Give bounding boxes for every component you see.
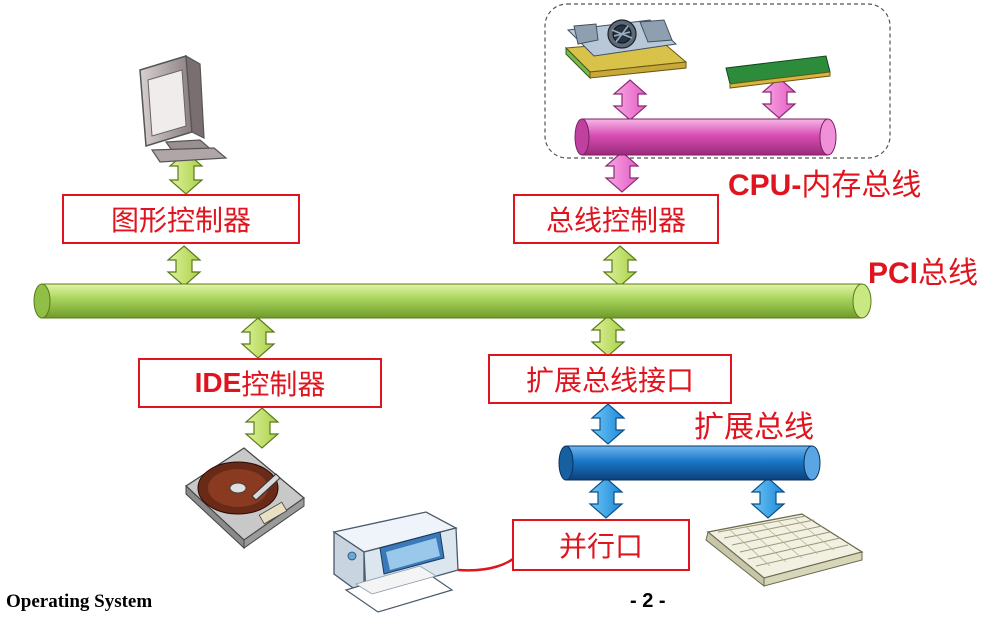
graphics-controller-label: 图形控制器 [110, 204, 251, 237]
pci-bus-label: PCI总线 [868, 248, 978, 292]
cpu-memory-bus-label-suffix: 内存总线 [801, 168, 922, 203]
arrow-memory-membus [761, 77, 797, 119]
parallel-port-label: 并行口 [558, 530, 643, 563]
ide-controller-label-suffix: 控制器 [241, 368, 326, 401]
pci-bus [33, 283, 872, 319]
ide-controller-label-prefix: IDE [194, 367, 242, 398]
arrow-expbus-keyboard [750, 477, 786, 519]
cpu-memory-group-outline [544, 3, 891, 159]
arrow-expbus-parallel [588, 477, 624, 519]
bus-controller-label: 总线控制器 [545, 204, 686, 237]
pci-bus-label-suffix: 总线 [918, 256, 979, 291]
arrow-graphics-pci [166, 245, 202, 287]
arrow-interface-expbus [590, 403, 626, 445]
cpu-icon [564, 19, 688, 80]
expansion-bus-label-text: 扩展总线 [694, 410, 814, 445]
pci-bus-label-prefix: PCI [868, 257, 919, 290]
footer-page-number: - 2 - [630, 590, 666, 612]
arrow-pci-ide [240, 317, 276, 359]
arrow-ide-harddisk [244, 407, 280, 449]
arrow-pci-expansion-interface [590, 315, 626, 357]
expansion-bus [558, 445, 821, 481]
arrow-membus-buscontroller [604, 151, 640, 193]
cpu-memory-bus-label: CPU-内存总线 [728, 160, 921, 204]
arrow-buscontroller-pci [602, 245, 638, 287]
arrow-cpu-membus [612, 79, 648, 121]
graphics-controller-box: 图形控制器 [62, 194, 300, 244]
parallel-port-box: 并行口 [512, 519, 690, 571]
cpu-memory-bus-label-prefix: CPU- [728, 169, 802, 202]
hard-disk-icon [185, 447, 305, 550]
keyboard-icon [705, 513, 864, 588]
cpu-memory-bus [574, 118, 837, 156]
monitor-icon [139, 54, 228, 163]
memory-module-icon [725, 55, 831, 89]
expansion-bus-interface-label: 扩展总线接口 [525, 364, 694, 397]
bus-controller-box: 总线控制器 [513, 194, 719, 244]
expansion-bus-label: 扩展总线 [694, 402, 814, 446]
printer-icon [332, 511, 459, 613]
expansion-bus-interface-box: 扩展总线接口 [488, 354, 732, 404]
footer-course-title: Operating System [6, 591, 153, 612]
